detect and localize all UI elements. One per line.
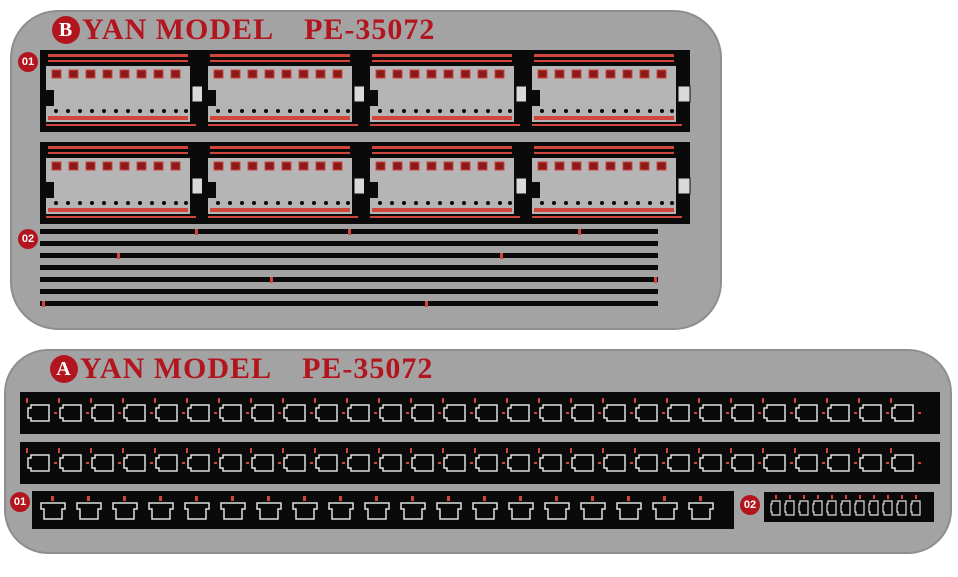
fret-b-badge: B [52,16,80,44]
fret-a-part-rows [20,392,940,488]
fret-b-title: B YAN MODEL PE-35072 [52,13,435,47]
fret-a-title: A YAN MODEL PE-35072 [50,352,433,386]
fret-b-part-02-strips [40,229,658,307]
fret-b-part-02-label: 02 [18,229,38,249]
fret-a-code: PE-35072 [302,352,434,385]
fret-a-part-01-label: 01 [10,492,30,512]
fret-a-part-01-strip [32,491,734,529]
fret-a-brand: YAN MODEL [80,352,273,385]
fret-a-part-02-label: 02 [740,495,760,515]
fret-b-part-01-label: 01 [18,52,38,72]
fret-a-part-02-strip [764,492,934,522]
fret-b-part-01-panels [40,50,691,224]
fret-b-brand: YAN MODEL [82,13,275,46]
fret-b-code: PE-35072 [304,13,436,46]
fret-a-badge: A [50,355,78,383]
